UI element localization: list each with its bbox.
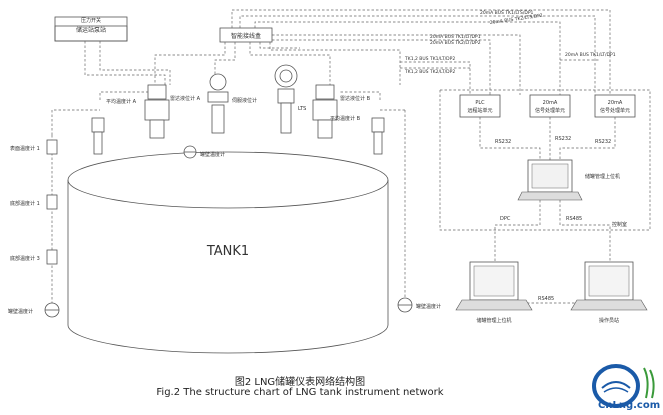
svg-text:操作员站: 操作员站 xyxy=(599,317,619,324)
pc-right: 操作员站 xyxy=(570,261,648,324)
pressure-switch-box: 压力开关 xyxy=(54,17,128,42)
svg-text:LTS: LTS xyxy=(298,106,306,112)
right-bottom-gauge: 罐壁温度计 xyxy=(397,297,441,313)
svg-text:雷达液位计 B: 雷达液位计 B xyxy=(340,95,371,102)
control-room-label: 控制室 xyxy=(612,221,627,228)
svg-text:RS232: RS232 xyxy=(495,139,511,145)
svg-text:平均温度计 B: 平均温度计 B xyxy=(330,115,361,122)
lts-gauge: LTS xyxy=(274,64,306,134)
density-gauge: 罐壁温度计 xyxy=(183,145,225,159)
svg-text:底部温度计 3: 底部温度计 3 xyxy=(10,255,40,262)
avg-temp-b: 平均温度计 B xyxy=(330,115,385,155)
junction-box: 智能接线盒 xyxy=(219,27,273,43)
svg-text:20mA BUS TK1/LT/DP1: 20mA BUS TK1/LT/DP1 xyxy=(565,52,616,58)
servo-gauge: 伺服液位计 xyxy=(207,73,257,134)
svg-text:TK1,2 BUS TK1/LT/DP2: TK1,2 BUS TK1/LT/DP2 xyxy=(404,56,455,62)
bus-labels: 20mA BUS TK1/LTS/DP1 20mA BUS TK2/LTS/DP… xyxy=(404,10,616,75)
svg-text:RS485: RS485 xyxy=(566,216,582,222)
svg-text:平均温度计 A: 平均温度计 A xyxy=(106,98,137,105)
svg-text:储罐管理上位机: 储罐管理上位机 xyxy=(476,317,511,324)
svg-text:信号处理单元: 信号处理单元 xyxy=(600,107,630,114)
svg-text:20mA BUS TK1/LT/DP1: 20mA BUS TK1/LT/DP1 xyxy=(430,34,481,40)
svg-text:20mA: 20mA xyxy=(543,100,558,106)
svg-text:TK1,2 BUS TK2/LT/DP2: TK1,2 BUS TK2/LT/DP2 xyxy=(404,69,455,75)
radar-gauge-b: 雷达液位计 B xyxy=(312,84,371,139)
svg-text:储运站泵站: 储运站泵站 xyxy=(76,26,106,34)
tank-management-pc: 储罐管理上位机 xyxy=(517,159,620,201)
svg-text:伺服液位计: 伺服液位计 xyxy=(232,97,257,104)
svg-text:RS485: RS485 xyxy=(538,296,554,302)
svg-text:罐壁温度计: 罐壁温度计 xyxy=(8,308,33,315)
svg-text:PLC: PLC xyxy=(475,100,485,106)
svg-text:远程站单元: 远程站单元 xyxy=(467,107,492,114)
rs232-lines: RS232 RS232 RS232 xyxy=(479,117,616,160)
caption-english: Fig.2 The structure chart of LNG tank in… xyxy=(156,387,444,398)
lng-tank: TANK1 xyxy=(67,151,389,354)
svg-text:DPC: DPC xyxy=(500,216,511,222)
svg-text:20mA BUS TK1/LTS/DP1: 20mA BUS TK1/LTS/DP1 xyxy=(480,10,534,16)
svg-text:底部温度计 1: 底部温度计 1 xyxy=(10,200,40,207)
svg-text:压力开关: 压力开关 xyxy=(81,17,101,24)
left-sensor-1: 表面温度计 1 xyxy=(10,139,58,155)
svg-text:CnLng.com: CnLng.com xyxy=(598,400,660,411)
caption-chinese: 图2 LNG储罐仪表网络结构图 xyxy=(234,377,366,388)
cnlng-logo: CnLng.com xyxy=(592,364,660,411)
radar-gauge-a: 雷达液位计 A xyxy=(144,84,201,139)
lower-network-lines: DPC RS485 RS485 xyxy=(494,200,611,304)
svg-text:RS232: RS232 xyxy=(595,139,611,145)
svg-text:TANK1: TANK1 xyxy=(206,244,249,259)
svg-text:信号处理单元: 信号处理单元 xyxy=(535,107,565,114)
plc-remote-unit: PLC 远程站单元 xyxy=(459,94,501,118)
svg-text:RS232: RS232 xyxy=(555,136,571,142)
svg-text:20mA BUS TK2/LT/DP2: 20mA BUS TK2/LT/DP2 xyxy=(430,40,481,46)
svg-text:罐壁温度计: 罐壁温度计 xyxy=(200,151,225,158)
svg-text:雷达液位计 A: 雷达液位计 A xyxy=(170,95,201,102)
pump-station-box: 储运站泵站 xyxy=(54,16,128,42)
left-bottom-gauge: 罐壁温度计 xyxy=(8,302,60,318)
svg-text:智能接线盒: 智能接线盒 xyxy=(231,32,261,40)
svg-text:罐壁温度计: 罐壁温度计 xyxy=(416,303,441,310)
left-sensor-2: 底部温度计 1 xyxy=(10,194,58,210)
left-sensor-3: 底部温度计 3 xyxy=(10,249,58,265)
avg-temp-a: 平均温度计 A xyxy=(91,98,137,155)
signal-unit-c: 20mA 信号处理单元 xyxy=(594,94,636,118)
pc-left: 储罐管理上位机 xyxy=(455,261,533,324)
svg-text:储罐管理上位机: 储罐管理上位机 xyxy=(585,173,620,180)
network-dashed-lines xyxy=(51,9,651,310)
signal-unit-b: 20mA 信号处理单元 xyxy=(529,94,571,118)
svg-text:20mA: 20mA xyxy=(608,100,623,106)
svg-text:表面温度计 1: 表面温度计 1 xyxy=(10,145,40,152)
